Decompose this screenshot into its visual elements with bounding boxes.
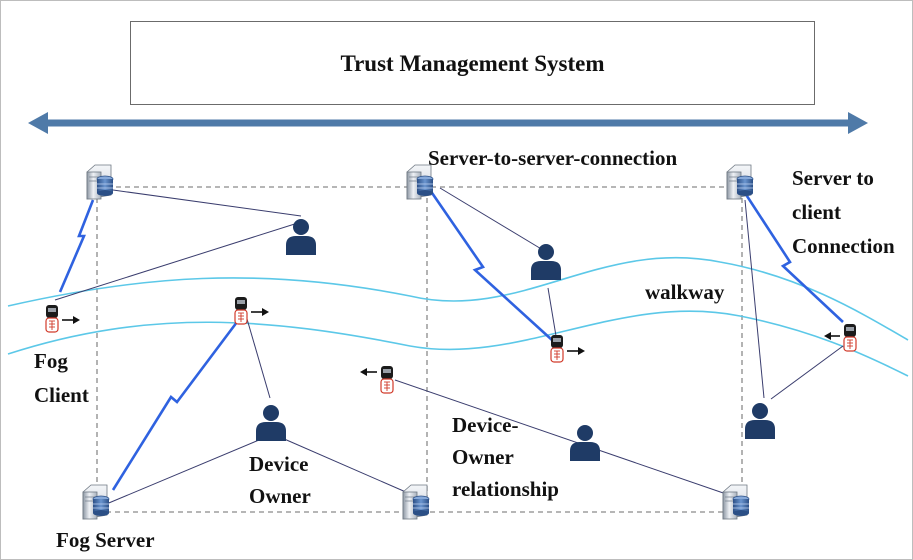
server-icon [82, 484, 110, 520]
phone-icon [824, 323, 857, 352]
server-icon [86, 164, 114, 200]
system-scope-arrow [28, 112, 868, 134]
label-device-owner: Device Owner [249, 452, 311, 508]
person-icon [256, 405, 286, 441]
person-icon [531, 244, 561, 280]
label-server-to-client: Server to client Connection [792, 166, 895, 258]
person-icon [570, 425, 600, 461]
fog-network-grid [96, 186, 743, 513]
wireless-links [58, 189, 844, 491]
label-fog-server: Fog Server [56, 528, 155, 552]
label-walkway: walkway [645, 280, 725, 304]
device-owner-links [54, 187, 844, 506]
server-icon [402, 484, 430, 520]
person-icon [286, 219, 316, 255]
label-server-to-server: Server-to-server-connection [428, 146, 678, 170]
server-icon [722, 484, 750, 520]
server-icon [726, 164, 754, 200]
diagram-title: Trust Management System [340, 51, 605, 76]
phone-icon [234, 296, 269, 325]
label-fog-client: Fog Client [34, 349, 89, 407]
person-icon [745, 403, 775, 439]
walkway-path [7, 256, 909, 377]
phone-icon [360, 365, 394, 394]
title-box: Trust Management System [130, 21, 815, 105]
phone-icon [550, 334, 585, 363]
phone-icon [45, 304, 80, 333]
label-device-owner-relationship: Device- Owner relationship [452, 413, 559, 501]
